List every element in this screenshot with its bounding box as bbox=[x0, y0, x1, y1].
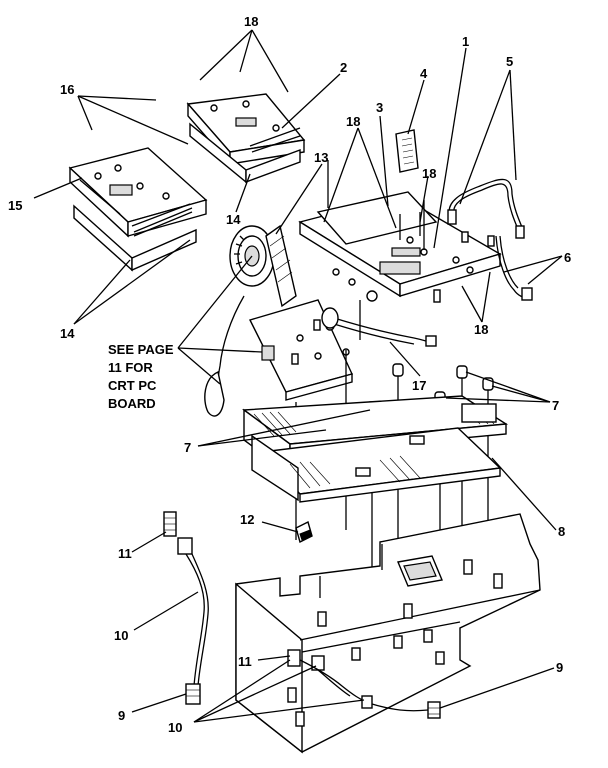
callout-7-right: 7 bbox=[552, 398, 559, 413]
callout-11-left: 11 bbox=[118, 546, 132, 561]
leader-lines bbox=[33, 29, 563, 723]
chassis-tray-8 bbox=[242, 395, 509, 503]
base-chassis bbox=[235, 513, 541, 754]
callout-10-left: 10 bbox=[114, 628, 128, 643]
callout-11-bottom: 11 bbox=[238, 654, 252, 669]
callout-1: 1 bbox=[462, 34, 469, 49]
note-line-3: CRT PC bbox=[108, 378, 157, 393]
chip-4 bbox=[395, 129, 419, 173]
callout-7-left: 7 bbox=[184, 440, 191, 455]
callout-8: 8 bbox=[558, 524, 565, 539]
see-page-note: SEE PAGE 11 FOR CRT PC BOARD bbox=[108, 342, 174, 411]
cable-harness-10 bbox=[163, 511, 209, 705]
callout-14-upper: 14 bbox=[226, 212, 241, 227]
callout-12: 12 bbox=[240, 512, 254, 527]
callout-15: 15 bbox=[8, 198, 22, 213]
callout-10-bottom: 10 bbox=[168, 720, 182, 735]
callout-9-right: 9 bbox=[556, 660, 563, 675]
callout-18-lower: 18 bbox=[474, 322, 488, 337]
callout-18-middle: 18 bbox=[346, 114, 360, 129]
cable-5 bbox=[447, 178, 533, 301]
callout-3: 3 bbox=[376, 100, 383, 115]
note-line-4: BOARD bbox=[108, 396, 156, 411]
circuit-board-2 bbox=[186, 93, 306, 184]
note-line-2: 11 FOR bbox=[108, 360, 153, 375]
callout-16: 16 bbox=[60, 82, 74, 97]
callout-2: 2 bbox=[340, 60, 347, 75]
callout-18-right: 18 bbox=[422, 166, 436, 181]
clip-12 bbox=[295, 520, 313, 544]
main-pc-board-1 bbox=[298, 191, 502, 303]
circuit-board-15 bbox=[68, 147, 208, 272]
callout-14-lower: 14 bbox=[60, 326, 75, 341]
callout-9-left: 9 bbox=[118, 708, 125, 723]
callout-5: 5 bbox=[506, 54, 513, 69]
callout-4: 4 bbox=[420, 66, 428, 81]
callout-6: 6 bbox=[564, 250, 571, 265]
callout-17: 17 bbox=[412, 378, 426, 393]
callout-18-top: 18 bbox=[244, 14, 258, 29]
cable-harness-inner bbox=[287, 649, 441, 719]
note-line-1: SEE PAGE bbox=[108, 342, 174, 357]
callout-13: 13 bbox=[314, 150, 328, 165]
callout-labels: 18 16 2 1 5 4 3 18 13 18 15 14 6 18 14 1… bbox=[8, 14, 571, 735]
